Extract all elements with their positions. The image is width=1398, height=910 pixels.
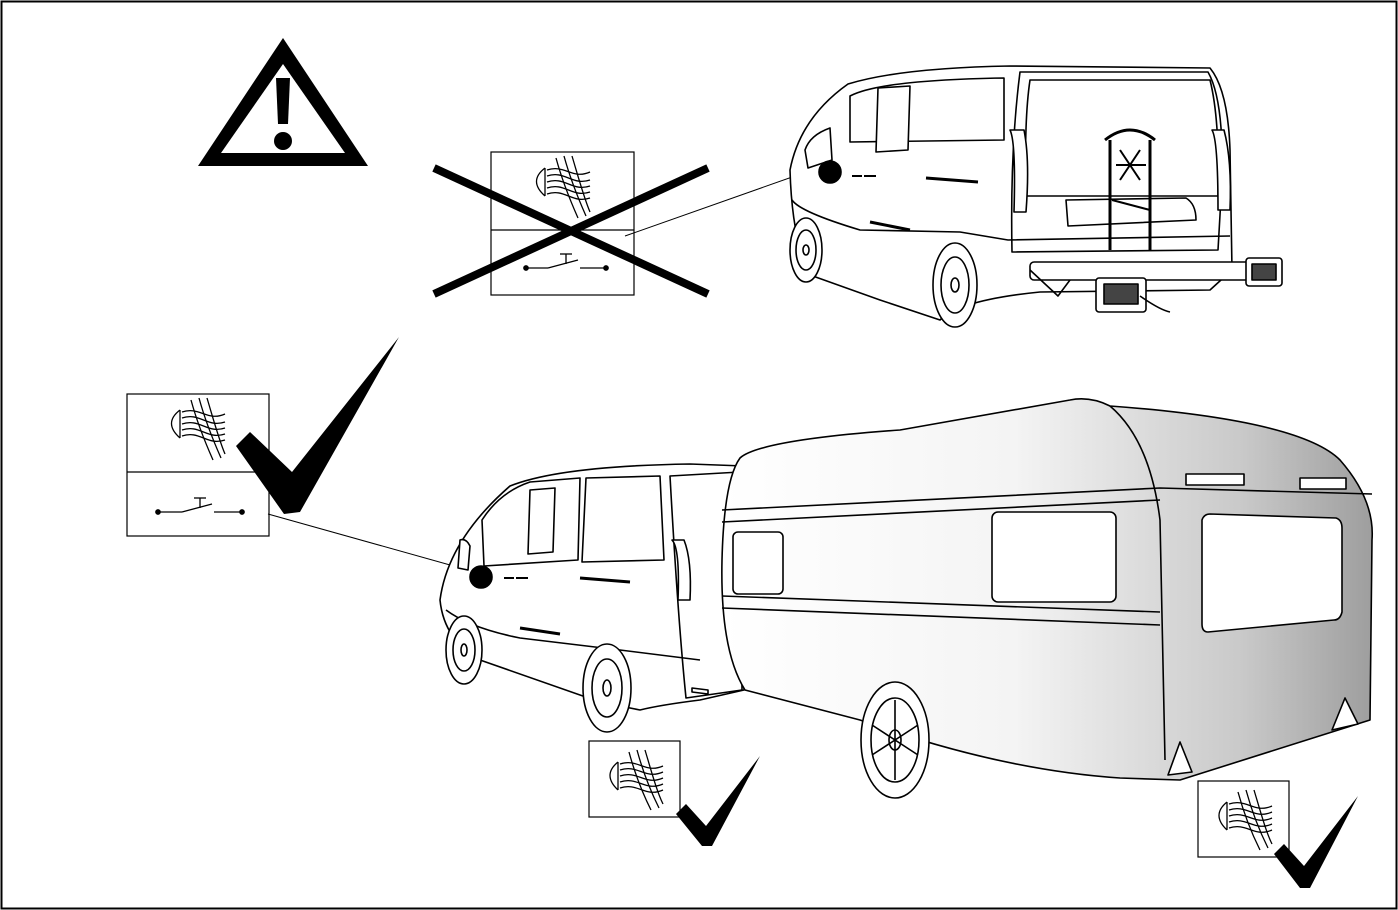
van-wheel bbox=[583, 644, 631, 732]
van-wheel bbox=[790, 218, 822, 282]
van-with-bike-rack bbox=[790, 66, 1282, 327]
van-wheel bbox=[933, 243, 977, 327]
caravan-wheel bbox=[861, 682, 929, 798]
van-wheel bbox=[446, 616, 482, 684]
